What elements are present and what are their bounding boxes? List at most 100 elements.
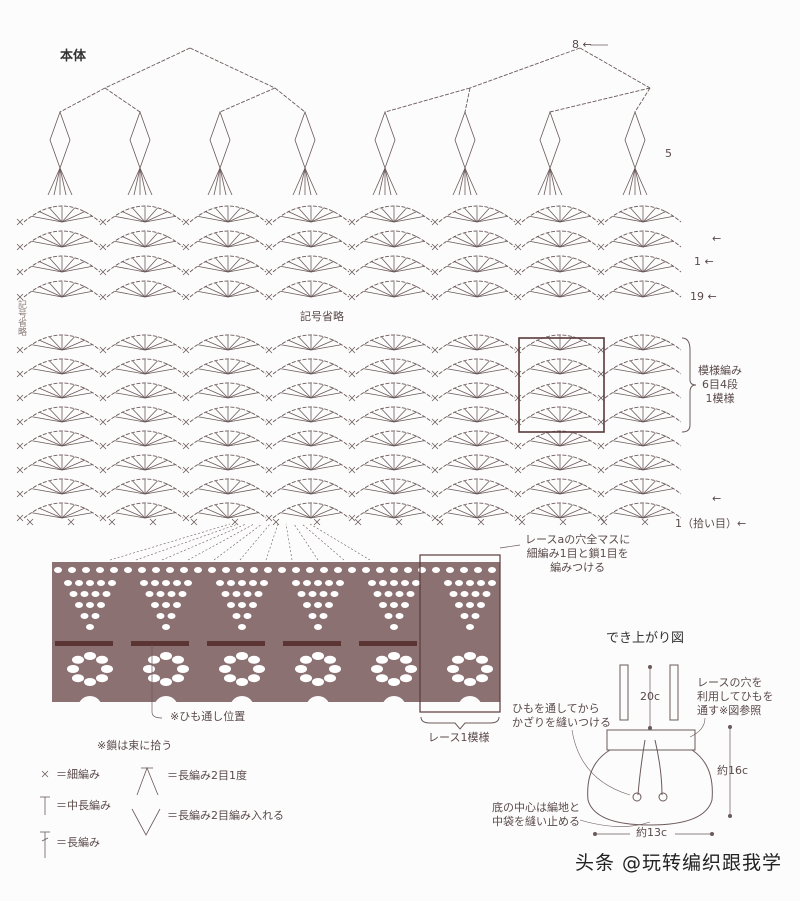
chain-arc bbox=[106, 255, 184, 273]
dc-stitch bbox=[476, 507, 501, 519]
dc-stitch bbox=[227, 488, 259, 495]
dc-stitch bbox=[215, 360, 229, 375]
dc-stitch bbox=[476, 282, 490, 298]
dc-stitch bbox=[61, 261, 86, 273]
row-label-8: 8 ← bbox=[572, 38, 592, 51]
dc-stitch bbox=[612, 266, 644, 273]
sc-mark bbox=[477, 518, 485, 526]
sc-mark bbox=[514, 466, 522, 474]
dc-stitch bbox=[559, 456, 573, 471]
dc-stitch bbox=[464, 360, 478, 375]
dc-stitch bbox=[31, 291, 63, 298]
dc-stitch bbox=[619, 261, 644, 273]
dc-stitch bbox=[144, 416, 176, 423]
finished-diagram-title: でき上がり図 bbox=[606, 631, 685, 646]
dc-stitch bbox=[619, 435, 644, 447]
dc-stitch bbox=[630, 360, 644, 375]
cord-note-line: ひもを通してから bbox=[512, 702, 600, 715]
dc-stitch bbox=[144, 483, 169, 495]
dc-stitch bbox=[476, 291, 508, 298]
dc-stitch bbox=[642, 291, 674, 298]
chain-arc bbox=[438, 406, 516, 423]
sc-mark bbox=[600, 518, 608, 526]
lace-hole bbox=[145, 591, 154, 597]
dc-stitch bbox=[464, 167, 478, 196]
sc-mark bbox=[182, 370, 190, 378]
sc-mark bbox=[348, 466, 356, 474]
dc-stitch bbox=[628, 167, 636, 196]
lace-petal bbox=[236, 652, 248, 660]
chain-arc bbox=[521, 280, 599, 298]
dc-stitch bbox=[310, 435, 335, 447]
legend-dc2inc-label: ＝長編み2目編み入れる bbox=[167, 809, 284, 822]
dc-stitch bbox=[61, 408, 75, 423]
sc-mark bbox=[26, 518, 34, 526]
bag-width: 約13c bbox=[636, 826, 668, 839]
chain-line bbox=[104, 87, 141, 113]
dc-stitch bbox=[132, 336, 146, 351]
chain-arc bbox=[189, 502, 267, 519]
lace-petal bbox=[172, 674, 185, 683]
lace-hole bbox=[303, 580, 311, 586]
dc-stitch bbox=[292, 167, 306, 196]
dc-stitch bbox=[642, 504, 656, 519]
dc-stitch bbox=[204, 211, 229, 223]
sc-mark bbox=[16, 466, 24, 474]
dc-stitch bbox=[536, 363, 561, 375]
dc-stitch bbox=[114, 464, 146, 471]
chain-arc bbox=[272, 280, 350, 298]
lace-petal bbox=[324, 655, 337, 664]
dc-stitch bbox=[227, 440, 259, 447]
dc-stitch bbox=[310, 432, 324, 447]
dc-stitch bbox=[630, 408, 644, 423]
dc-stitch bbox=[612, 344, 644, 351]
sc-mark bbox=[16, 394, 24, 402]
dc-stitch bbox=[547, 504, 561, 519]
dc-stitch bbox=[619, 387, 644, 399]
dc-stitch bbox=[227, 291, 259, 298]
lace-hole bbox=[446, 567, 454, 573]
sc-mark bbox=[182, 268, 190, 276]
dc-stitch bbox=[393, 261, 418, 273]
dc-stitch bbox=[310, 512, 342, 519]
dc-stitch bbox=[61, 456, 75, 471]
dc-stitch bbox=[363, 266, 395, 273]
dc-stitch bbox=[559, 286, 584, 298]
dc-stitch bbox=[61, 339, 86, 351]
dc-stitch bbox=[370, 483, 395, 495]
dc-stitch bbox=[227, 257, 241, 273]
dc-stitch bbox=[114, 416, 146, 423]
dc-stitch bbox=[144, 392, 176, 399]
chain-arc bbox=[604, 406, 682, 423]
dc-stitch bbox=[298, 360, 312, 375]
dc-stitch bbox=[227, 512, 259, 519]
chain-arc bbox=[438, 358, 516, 375]
drawstring bbox=[637, 739, 663, 796]
strap-height: 20c bbox=[640, 690, 661, 703]
omitted-label: 記号省略 bbox=[300, 310, 344, 323]
dc-stitch bbox=[559, 363, 584, 375]
chain-arc bbox=[438, 382, 516, 399]
dc-stitch bbox=[61, 411, 86, 423]
dimension-dot bbox=[593, 832, 597, 836]
dc-stitch bbox=[310, 232, 324, 248]
leader-line bbox=[571, 729, 631, 796]
chain-arc bbox=[106, 382, 184, 399]
lace-hole bbox=[173, 580, 181, 586]
dc-stitch bbox=[121, 435, 146, 447]
dc-stitch bbox=[287, 211, 312, 223]
chain-arc bbox=[106, 502, 184, 519]
sc-mark bbox=[16, 346, 24, 354]
dc-stitch bbox=[215, 432, 229, 447]
lace-hole bbox=[303, 602, 311, 608]
dc-stitch bbox=[310, 387, 335, 399]
dc-stitch bbox=[476, 387, 501, 399]
leader-line bbox=[499, 544, 521, 549]
dc-stitch bbox=[559, 459, 584, 471]
dc-stitch bbox=[227, 464, 259, 471]
lace-petal bbox=[96, 674, 109, 683]
dc-stitch bbox=[310, 384, 324, 399]
bottom-note: 底の中心は編地と 中袋を縫い止める bbox=[492, 801, 580, 829]
chain-arc bbox=[355, 478, 433, 495]
dc-stitch bbox=[38, 387, 63, 399]
